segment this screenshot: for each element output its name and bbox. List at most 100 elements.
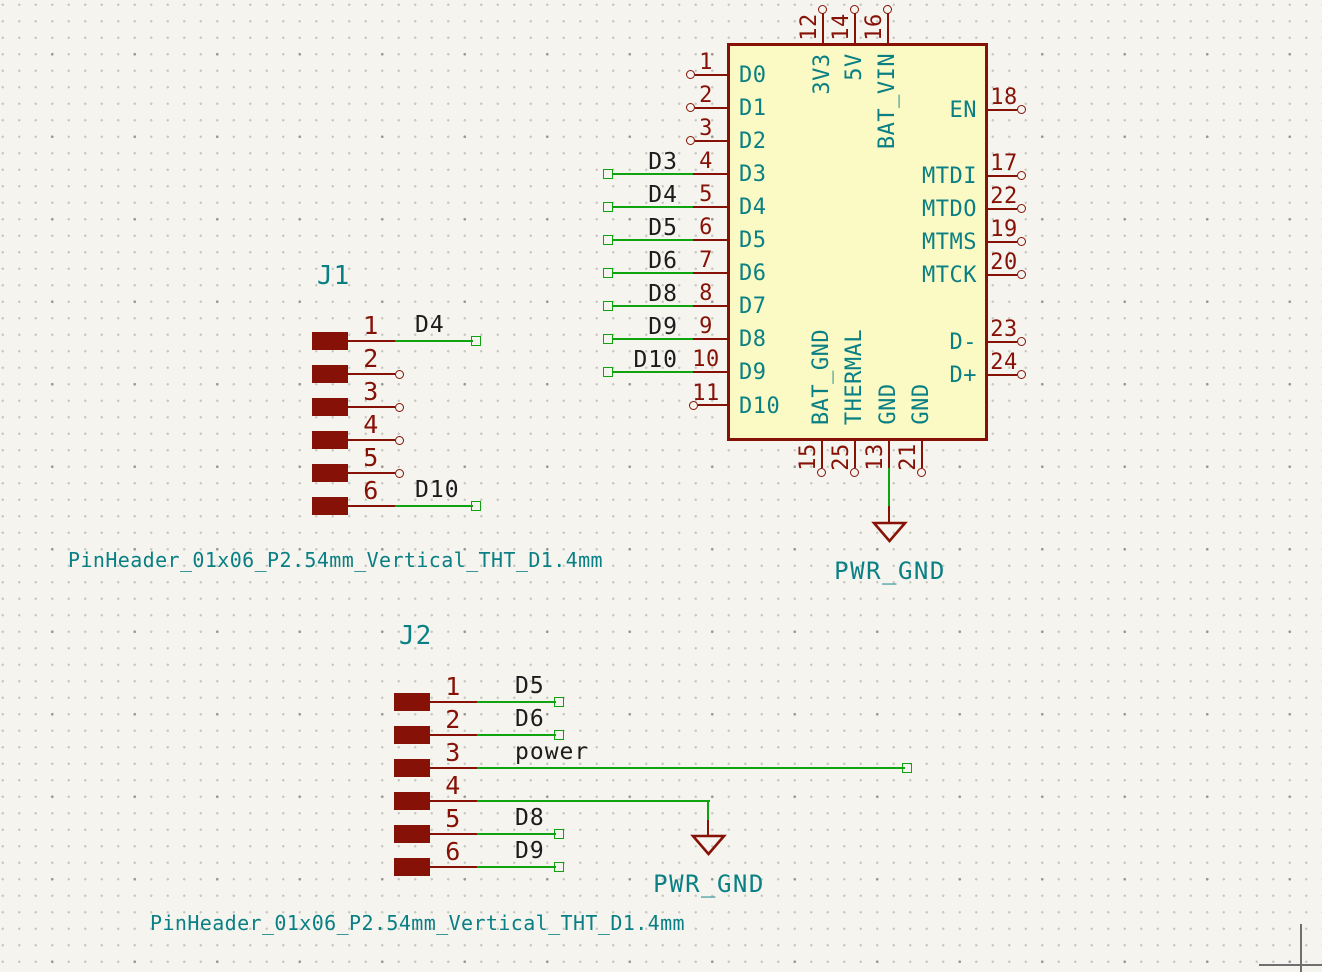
wire-d10[interactable]: [612, 371, 693, 374]
pwr-gnd-pin[interactable]: [888, 506, 891, 523]
net-label-d10[interactable]: D10: [633, 347, 678, 373]
wire-j1-d4[interactable]: [395, 340, 473, 343]
ic-pin-3[interactable]: [695, 140, 727, 143]
pin-number: 5: [363, 443, 379, 472]
ic-pin-23[interactable]: [986, 341, 1017, 344]
net-label-j1-d10[interactable]: D10: [415, 477, 460, 503]
ic-pin-15[interactable]: [821, 441, 824, 468]
j1-pad-4[interactable]: [312, 431, 348, 449]
ic-pin-13[interactable]: [888, 441, 891, 468]
j1-pin-5[interactable]: [348, 472, 395, 475]
ic-pin-20[interactable]: [986, 274, 1017, 277]
j1-pad-1[interactable]: [312, 332, 348, 350]
net-label-d9[interactable]: D9: [648, 314, 678, 340]
wire-d4[interactable]: [612, 206, 693, 209]
j1-pad-6[interactable]: [312, 497, 348, 515]
net-label-d3[interactable]: D3: [648, 149, 678, 175]
pin-number: 24: [990, 350, 1018, 375]
ic-pin-24[interactable]: [986, 374, 1017, 377]
j2-pin-2[interactable]: [430, 734, 477, 737]
ic-pin-1[interactable]: [695, 74, 727, 77]
net-label-j1-d4[interactable]: D4: [415, 312, 445, 338]
pin-name: D+: [949, 363, 977, 388]
j2-pin-4[interactable]: [430, 800, 477, 803]
wire-d3[interactable]: [612, 173, 693, 176]
ic-pin-12[interactable]: [822, 13, 825, 43]
wire-gnd[interactable]: [888, 468, 891, 506]
wire-d5[interactable]: [612, 239, 693, 242]
j1-pin-1[interactable]: [348, 340, 395, 343]
wire-j2-d6[interactable]: [477, 734, 556, 737]
pin-number: 8: [699, 281, 713, 306]
pwr-gnd-symbol[interactable]: [690, 834, 727, 857]
j1-pad-3[interactable]: [312, 398, 348, 416]
j2-reference[interactable]: J2: [399, 621, 433, 651]
ic-pin-22[interactable]: [986, 208, 1017, 211]
cursor-crosshair-h: [1259, 964, 1322, 966]
j1-pin-2[interactable]: [348, 373, 395, 376]
pin-end-circle: [395, 370, 404, 379]
ic-pin-2[interactable]: [695, 107, 727, 110]
j1-footprint-field[interactable]: PinHeader_01x06_P2.54mm_Vertical_THT_D1.…: [68, 548, 603, 572]
wire-j2-gnd-v[interactable]: [707, 800, 710, 820]
pwr-gnd-symbol[interactable]: [871, 521, 908, 544]
j2-pad-4[interactable]: [394, 792, 430, 810]
ic-pin-17[interactable]: [986, 175, 1017, 178]
ic-pin-11[interactable]: [698, 404, 727, 407]
ic-pin-8[interactable]: [693, 305, 727, 308]
j2-footprint-field[interactable]: PinHeader_01x06_P2.54mm_Vertical_THT_D1.…: [150, 911, 685, 935]
j2-pin-5[interactable]: [430, 833, 477, 836]
j2-pin-1[interactable]: [430, 701, 477, 704]
j1-pad-2[interactable]: [312, 365, 348, 383]
ic-pin-25[interactable]: [854, 441, 857, 468]
pwr-gnd-label[interactable]: PWR_GND: [834, 557, 946, 585]
ic-pin-14[interactable]: [854, 13, 857, 43]
net-label-j2-power[interactable]: power: [515, 739, 590, 765]
pin-number: 2: [363, 344, 379, 373]
pin-number: 6: [363, 476, 379, 505]
pin-end-circle: [1017, 337, 1026, 346]
wire-j2-d9[interactable]: [477, 866, 556, 869]
wire-j2-gnd-h[interactable]: [477, 800, 710, 803]
wire-j2-power[interactable]: [477, 767, 905, 770]
ic-pin-7[interactable]: [693, 272, 727, 275]
ic-pin-4[interactable]: [693, 173, 727, 176]
wire-d6[interactable]: [612, 272, 693, 275]
net-label-j2-d9[interactable]: D9: [515, 838, 545, 864]
wire-j1-d10[interactable]: [395, 505, 473, 508]
net-label-j2-d6[interactable]: D6: [515, 706, 545, 732]
j2-pin-3[interactable]: [430, 767, 477, 770]
pwr-gnd-pin[interactable]: [707, 820, 710, 836]
j2-pad-5[interactable]: [394, 825, 430, 843]
j2-pad-2[interactable]: [394, 726, 430, 744]
net-label-j2-d5[interactable]: D5: [515, 673, 545, 699]
ic-pin-21[interactable]: [921, 441, 924, 468]
ic-pin-10[interactable]: [693, 371, 727, 374]
ic-symbol-body[interactable]: [727, 43, 988, 441]
wire-d9[interactable]: [612, 338, 693, 341]
ic-pin-16[interactable]: [887, 13, 890, 43]
j2-pad-3[interactable]: [394, 759, 430, 777]
ic-pin-19[interactable]: [986, 241, 1017, 244]
net-label-d6[interactable]: D6: [648, 248, 678, 274]
j1-pin-6[interactable]: [348, 505, 395, 508]
net-label-d5[interactable]: D5: [648, 215, 678, 241]
net-label-j2-d8[interactable]: D8: [515, 805, 545, 831]
net-label-d8[interactable]: D8: [648, 281, 678, 307]
j1-pin-4[interactable]: [348, 439, 395, 442]
j1-pad-5[interactable]: [312, 464, 348, 482]
j2-pad-6[interactable]: [394, 858, 430, 876]
ic-pin-18[interactable]: [986, 109, 1017, 112]
ic-pin-6[interactable]: [693, 239, 727, 242]
net-label-d4[interactable]: D4: [648, 182, 678, 208]
pwr-gnd-label[interactable]: PWR_GND: [653, 870, 765, 898]
j1-pin-3[interactable]: [348, 406, 395, 409]
ic-pin-5[interactable]: [693, 206, 727, 209]
wire-j2-d8[interactable]: [477, 833, 556, 836]
j2-pad-1[interactable]: [394, 693, 430, 711]
ic-pin-9[interactable]: [693, 338, 727, 341]
j1-reference[interactable]: J1: [317, 261, 351, 291]
wire-d8[interactable]: [612, 305, 693, 308]
wire-j2-d5[interactable]: [477, 701, 556, 704]
j2-pin-6[interactable]: [430, 866, 477, 869]
